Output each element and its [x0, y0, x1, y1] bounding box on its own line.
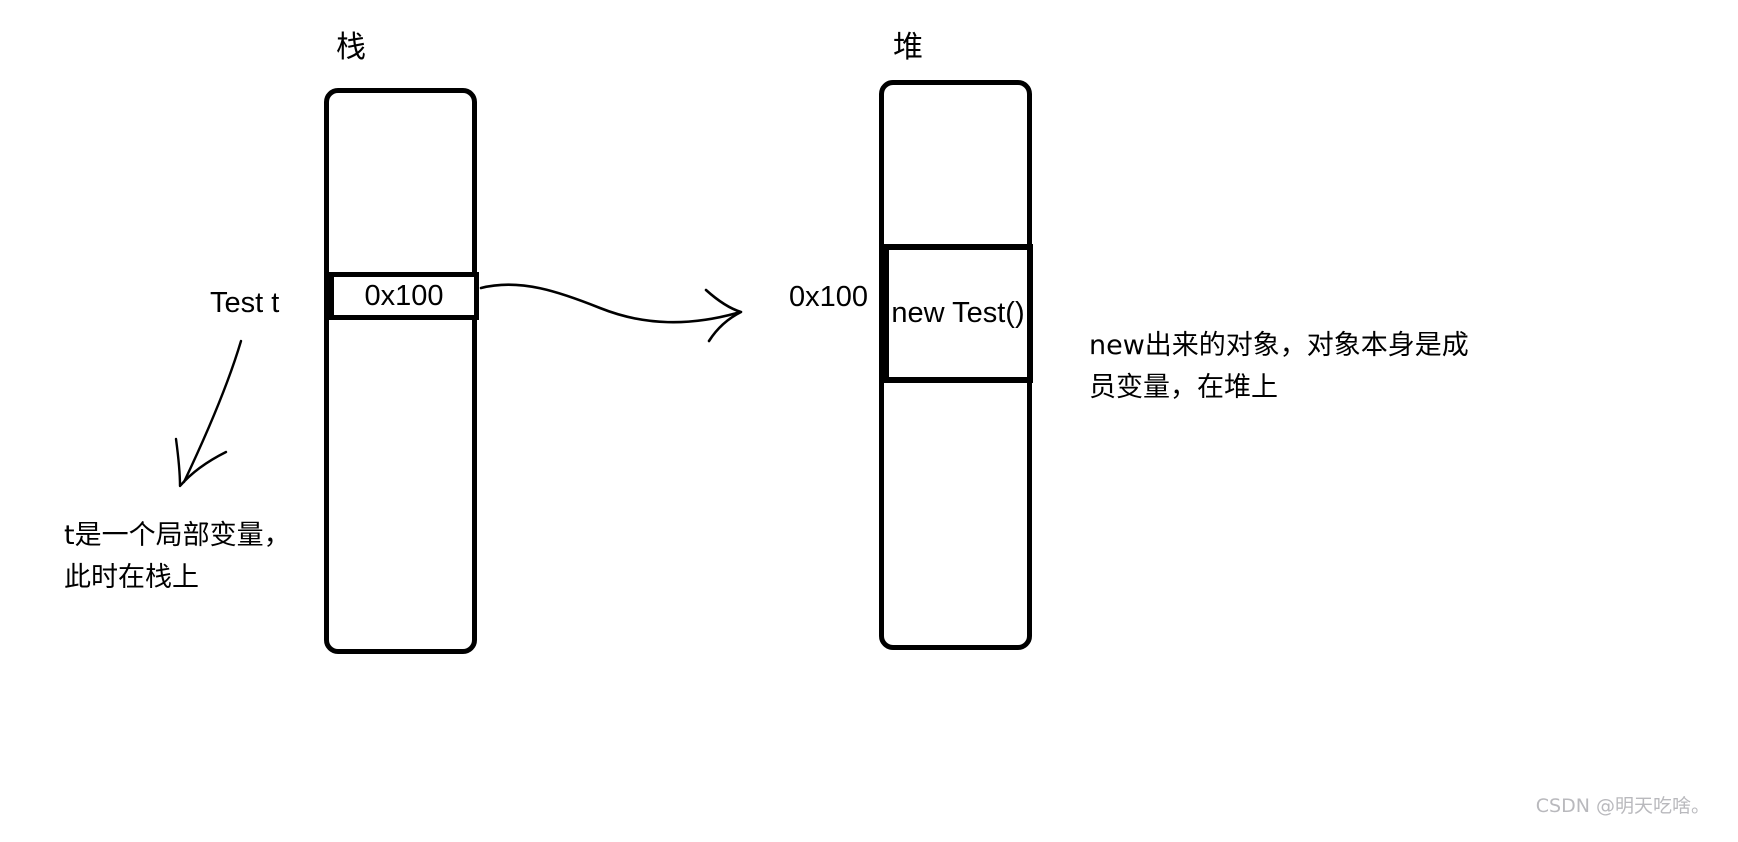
- stack-to-heap-arrow-icon: [479, 283, 743, 343]
- heap-annotation-line2: 员变量，在堆上: [1089, 371, 1278, 403]
- heap-slot-object: new Test(): [881, 244, 1033, 383]
- stack-column-title: 栈: [336, 30, 366, 65]
- heap-column-title: 堆: [893, 30, 923, 65]
- heap-address-label: 0x100: [789, 281, 869, 313]
- stack-memory-column: [324, 88, 477, 654]
- stack-slot-value: 0x100: [364, 279, 444, 312]
- variable-to-annotation-arrow-icon: [174, 339, 243, 488]
- stack-annotation: t是一个局部变量， 此时在栈上: [64, 515, 291, 599]
- stack-annotation-line2: 此时在栈上: [64, 561, 199, 593]
- heap-slot-value: new Test(): [891, 297, 1025, 329]
- csdn-watermark: CSDN @明天吃啥。: [1535, 795, 1710, 817]
- stack-annotation-line1: t是一个局部变量，: [64, 520, 291, 551]
- heap-annotation: new出来的对象，对象本身是成 员变量，在堆上: [1089, 325, 1469, 409]
- stack-slot-reference: 0x100: [327, 272, 479, 320]
- stack-variable-label: Test t: [210, 287, 280, 319]
- heap-annotation-line1: new出来的对象，对象本身是成: [1089, 330, 1469, 361]
